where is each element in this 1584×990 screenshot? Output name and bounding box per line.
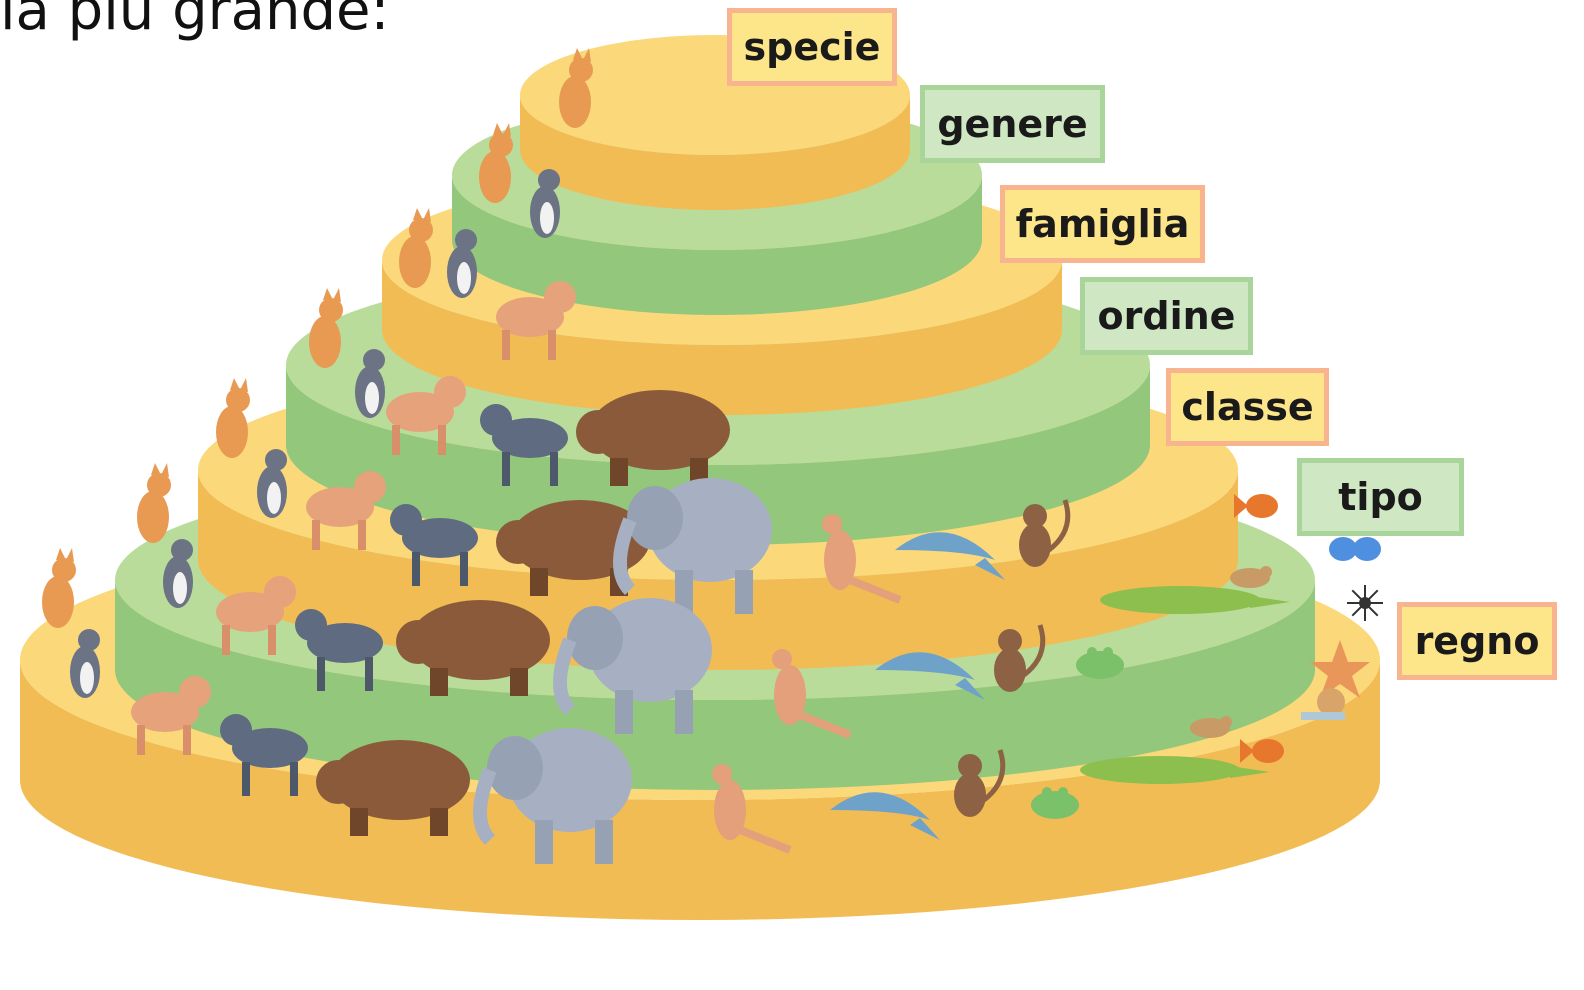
fish-icon <box>1234 494 1278 518</box>
cat-icon <box>309 288 343 368</box>
label-tipo: tipo <box>1297 458 1464 536</box>
label-classe: classe <box>1166 368 1329 446</box>
label-genere: genere <box>920 85 1105 163</box>
cat-icon <box>399 208 433 288</box>
butterfly-icon <box>1329 537 1381 561</box>
label-regno: regno <box>1397 602 1557 680</box>
cat-icon <box>137 463 171 543</box>
cat-icon <box>216 378 250 458</box>
spider-icon <box>1347 585 1383 621</box>
label-ordine: ordine <box>1080 277 1253 355</box>
cat-icon <box>42 548 76 628</box>
label-famiglia: famiglia <box>1000 185 1205 263</box>
label-specie: specie <box>727 8 897 86</box>
cat-icon <box>479 123 513 203</box>
